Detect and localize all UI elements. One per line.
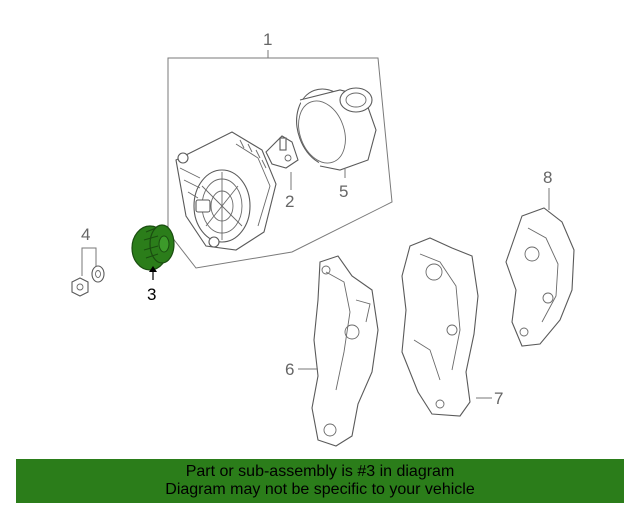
callout-1-number: 1 [263,30,272,49]
alternator [175,131,277,251]
callout-4-number: 4 [81,225,90,244]
callout-7-number: 7 [494,389,503,408]
callout-6-number: 6 [285,360,294,379]
mounting-bracket-middle [401,237,479,417]
regulator-bracket [265,135,299,169]
callout-2-number: 2 [285,192,294,211]
callout-3-arrowhead [149,266,157,272]
mounting-bracket-right [505,207,575,347]
info-banner: Part or sub-assembly is #3 in diagram Di… [16,459,624,503]
rear-cover [296,87,377,171]
pulley-highlighted [131,224,175,271]
mounting-bracket-left [311,255,379,447]
nut-and-washer [71,265,105,297]
callout-5-number: 5 [339,182,348,201]
banner-line-2: Diagram may not be specific to your vehi… [165,481,475,498]
callout-8-number: 8 [543,168,552,187]
callout-4-bracket [81,247,97,276]
banner-line-1: Part or sub-assembly is #3 in diagram [185,463,455,480]
callout-3-number: 3 [147,285,156,304]
